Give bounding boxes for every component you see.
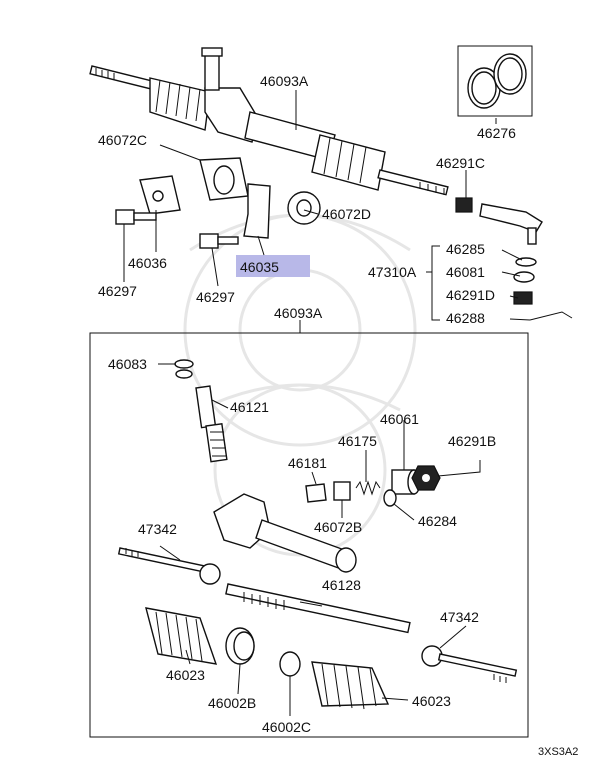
label-47310A: 47310A bbox=[368, 264, 417, 280]
label-46288: 46288 bbox=[446, 310, 485, 326]
label-46081: 46081 bbox=[446, 264, 485, 280]
label-46291C: 46291C bbox=[436, 155, 485, 171]
label-46023-left: 46023 bbox=[166, 667, 205, 683]
mount-parts-top bbox=[115, 157, 321, 249]
set-bracket-47310A bbox=[426, 245, 440, 321]
label-46175: 46175 bbox=[338, 433, 377, 449]
label-46121: 46121 bbox=[230, 399, 269, 415]
label-46285: 46285 bbox=[446, 241, 485, 257]
label-46276: 46276 bbox=[477, 125, 516, 141]
label-46093A-box: 46093A bbox=[274, 305, 323, 321]
tie-rod-end-group bbox=[455, 197, 573, 321]
label-46083: 46083 bbox=[108, 356, 147, 372]
part-labels: 46093A 46276 46072C 46291C 46072D 46036 … bbox=[98, 73, 578, 758]
label-46181: 46181 bbox=[288, 455, 327, 471]
clamp-ring-box bbox=[457, 45, 533, 117]
part-highlight-46035 bbox=[236, 255, 310, 277]
label-46291D: 46291D bbox=[446, 287, 495, 303]
label-46036: 46036 bbox=[128, 255, 167, 271]
label-46035: 46035 bbox=[240, 259, 279, 275]
leader-lines bbox=[123, 90, 531, 716]
label-46002C: 46002C bbox=[262, 719, 311, 735]
diagram-ref-code: 3XS3A2 bbox=[538, 746, 578, 758]
label-46128: 46128 bbox=[322, 577, 361, 593]
gear-box-frame bbox=[89, 332, 529, 738]
label-47342-left: 47342 bbox=[138, 521, 177, 537]
label-47342-right: 47342 bbox=[440, 609, 479, 625]
steering-rack-assembly bbox=[89, 47, 449, 196]
label-46284: 46284 bbox=[418, 513, 457, 529]
label-46297-left: 46297 bbox=[98, 283, 137, 299]
label-46297-mid: 46297 bbox=[196, 289, 235, 305]
label-46061: 46061 bbox=[380, 411, 419, 427]
label-46072B: 46072B bbox=[314, 519, 362, 535]
label-46072C: 46072C bbox=[98, 132, 147, 148]
label-46093A-top: 46093A bbox=[260, 73, 309, 89]
gear-internals bbox=[117, 359, 518, 710]
label-46002B: 46002B bbox=[208, 695, 256, 711]
label-46072D: 46072D bbox=[322, 206, 371, 222]
label-46023-right: 46023 bbox=[412, 693, 451, 709]
label-46291B: 46291B bbox=[448, 433, 496, 449]
